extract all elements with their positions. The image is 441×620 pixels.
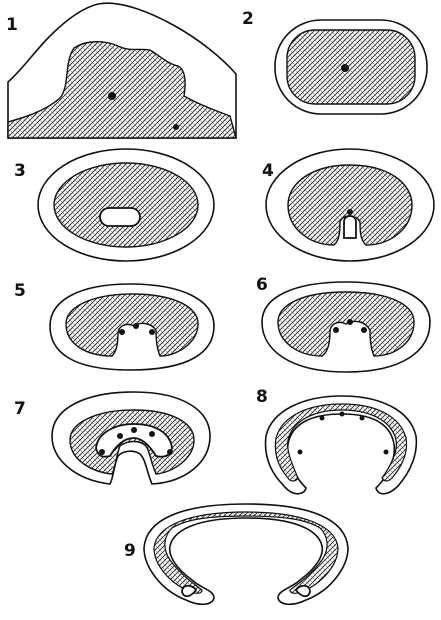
panel-4-spot <box>347 209 353 215</box>
panel-7-spot <box>131 427 137 433</box>
panel-7: 7 <box>14 392 210 484</box>
panel-4-groove <box>344 216 356 238</box>
panel-8: 8 <box>256 387 416 494</box>
panel-2-spot <box>341 64 349 72</box>
panel-6-spot <box>347 319 353 325</box>
panel-7-spot <box>149 431 155 437</box>
panel-4: 4 <box>262 149 434 261</box>
panel-2-tissue <box>287 30 415 104</box>
panel-3-tissue <box>54 163 198 247</box>
panel-8-spot <box>340 412 345 417</box>
panel-3-cavity <box>100 208 140 226</box>
panel-label-4: 4 <box>262 161 274 181</box>
panel-1-spot-small <box>173 124 179 130</box>
panel-2: 2 <box>242 9 427 114</box>
panel-7-spot <box>167 449 173 455</box>
panel-8-spot <box>360 416 365 421</box>
panel-5-spot <box>133 323 139 329</box>
panel-label-6: 6 <box>256 275 268 295</box>
panel-7-spot <box>117 433 123 439</box>
panel-8-spot <box>320 416 325 421</box>
panel-7-spot <box>99 449 105 455</box>
panel-label-9: 9 <box>124 541 136 561</box>
panel-5: 5 <box>14 281 214 370</box>
panel-label-7: 7 <box>14 399 26 419</box>
panel-label-3: 3 <box>14 161 26 181</box>
panel-label-5: 5 <box>14 281 26 301</box>
panel-6-spot <box>333 327 339 333</box>
panel-7-tissue <box>70 410 194 474</box>
panel-9-outer-layer <box>144 504 348 604</box>
panel-label-2: 2 <box>242 9 254 29</box>
panel-1-spot <box>108 92 116 100</box>
panel-5-spot <box>119 329 125 335</box>
panel-5-spot <box>149 329 155 335</box>
panel-label-1: 1 <box>6 15 18 35</box>
panel-6-spot <box>361 327 367 333</box>
panel-1: 1 <box>6 3 236 138</box>
panel-label-8: 8 <box>256 387 268 407</box>
panel-6: 6 <box>256 275 430 372</box>
panel-8-spot <box>298 450 303 455</box>
panel-3: 3 <box>14 149 214 261</box>
panel-8-spot <box>384 450 389 455</box>
panel-9: 9 <box>124 504 348 604</box>
